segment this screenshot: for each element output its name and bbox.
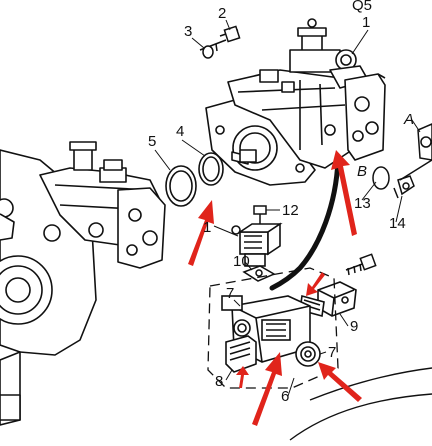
clip-part-13 — [372, 166, 390, 190]
label-9: 9 — [350, 318, 358, 335]
arrow-module-8 — [236, 366, 249, 388]
callout-labels: Q5 1 2 3 4 5 12 1 10 7 9 7 8 6 13 14 A B — [148, 0, 414, 405]
label-12: 12 — [282, 202, 299, 219]
fitting-right-edge — [417, 123, 432, 161]
arrow-ring — [188, 200, 214, 266]
bolt-upper — [345, 253, 377, 276]
label-b: B — [357, 163, 367, 180]
label-8: 8 — [215, 373, 223, 390]
ring-part-4 — [198, 152, 224, 186]
arrow-knob-7 — [318, 362, 362, 402]
arrow-block-bottom — [252, 352, 282, 426]
screw-part-12 — [253, 205, 267, 224]
label-7-right: 7 — [328, 344, 336, 361]
label-a: A — [403, 111, 414, 128]
clip-part-14 — [393, 175, 415, 199]
hydraulic-hose — [269, 157, 341, 291]
label-13: 13 — [354, 195, 371, 212]
pump-assembly — [205, 18, 386, 186]
label-6: 6 — [281, 388, 289, 405]
main-pump-assembly — [0, 141, 166, 426]
arrow-block-9 — [306, 272, 325, 296]
arrow-pump — [331, 150, 357, 236]
leader-lines — [154, 19, 421, 397]
washer-part-3 — [202, 45, 214, 59]
valve-block-assembly — [207, 267, 339, 389]
label-1-valve: 1 — [203, 219, 211, 236]
label-5: 5 — [148, 133, 156, 150]
valve-part-1 — [231, 222, 283, 267]
label-2: 2 — [218, 5, 226, 22]
red-arrows — [188, 150, 362, 426]
label-7-left: 7 — [226, 285, 234, 302]
frame-lines — [289, 159, 432, 441]
label-14: 14 — [389, 215, 406, 232]
label-3: 3 — [184, 23, 192, 40]
ring-part-5 — [165, 165, 197, 207]
label-4: 4 — [176, 123, 184, 140]
label-q5: Q5 — [352, 0, 372, 14]
label-1-top: 1 — [362, 14, 370, 31]
label-10: 10 — [233, 253, 250, 270]
